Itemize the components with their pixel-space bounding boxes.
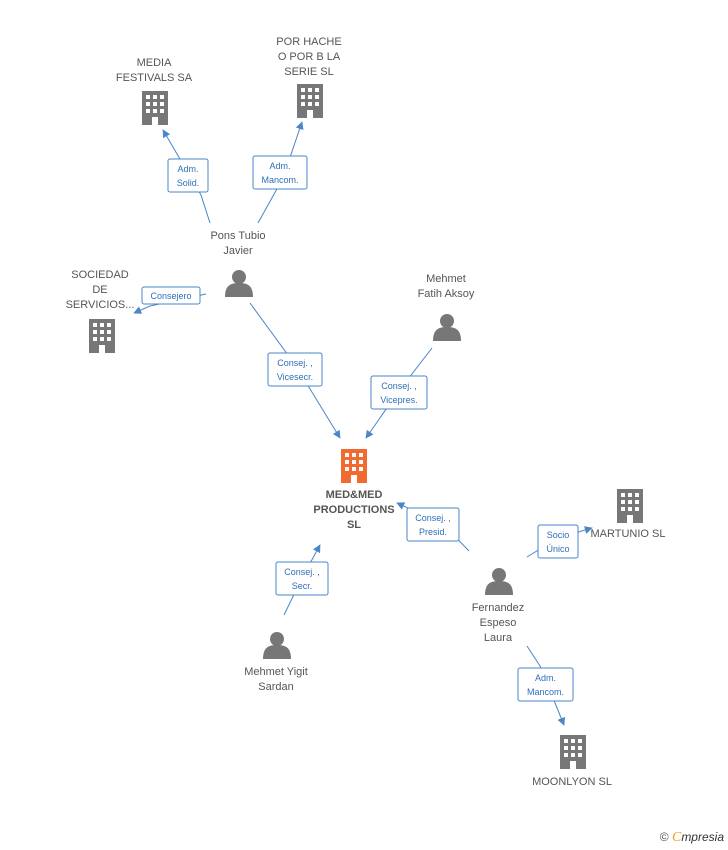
brand-initial: C [671, 830, 682, 845]
person-icon [485, 568, 513, 595]
node-label: Espeso [480, 617, 517, 629]
edge-label: Consej. , [284, 567, 320, 577]
edge-label: Adm. [535, 673, 556, 683]
node-label: MARTUNIO SL [591, 528, 666, 540]
edge-label: Adm. [269, 161, 290, 171]
edge-label-box [517, 667, 574, 702]
edge-label: Mancom. [527, 687, 564, 697]
node-label: Mehmet Yigit [244, 666, 308, 678]
edge-line [162, 129, 211, 224]
node-label: PRODUCTIONS [313, 504, 394, 516]
node-label: Javier [223, 245, 253, 257]
node-label: Mehmet [426, 273, 466, 285]
edge-label: Vicesecr. [277, 372, 313, 382]
node-sociedad[interactable]: SOCIEDAD DE SERVICIOS... [66, 269, 135, 353]
node-label: MEDIA [137, 57, 173, 69]
edge-label: Socio [547, 530, 570, 540]
edge-label-box [537, 524, 579, 559]
edge-label-box [141, 286, 201, 305]
edge-mehmetf-medmed: Consej. , Vicepres. [365, 347, 433, 439]
node-media[interactable]: MEDIA FESTIVALS SA [116, 57, 193, 125]
node-label: SL [347, 519, 361, 531]
node-label: DE [92, 284, 107, 296]
node-label: MED&MED [326, 489, 383, 501]
node-label: MOONLYON SL [532, 776, 612, 788]
edge-label-box [406, 507, 460, 542]
person-icon [433, 314, 461, 341]
edge-pons-porhache: Adm. Mancom. [252, 121, 308, 224]
person-icon [263, 632, 291, 659]
edge-fernandez-medmed: Consej. , Presid. [396, 502, 470, 552]
node-medmed[interactable]: MED&MED PRODUCTIONS SL [313, 449, 395, 531]
edge-pons-sociedad: Consejero [133, 286, 207, 314]
edge-label: Vicepres. [380, 395, 417, 405]
edge-line [526, 645, 565, 726]
node-label: Fernandez [472, 602, 525, 614]
node-label: POR HACHE [276, 36, 341, 48]
building-icon [142, 91, 168, 125]
edge-label-box [252, 155, 308, 190]
person-icon [225, 270, 253, 297]
node-label: Laura [484, 632, 513, 644]
building-icon [297, 84, 323, 118]
edge-label: Consej. , [381, 381, 417, 391]
copyright-symbol: © [659, 830, 669, 844]
edge-label-box [370, 375, 428, 410]
edge-label: Consej. , [415, 513, 451, 523]
node-label: FESTIVALS SA [116, 72, 193, 84]
edge-label-box [267, 352, 323, 387]
building-icon [560, 735, 586, 769]
edge-label: Consejero [150, 291, 191, 301]
node-label: Sardan [258, 681, 293, 693]
edge-fernandez-moonlyon: Adm. Mancom. [517, 645, 574, 726]
node-label: Pons Tubio [210, 230, 265, 242]
building-icon [341, 449, 367, 483]
footer-brand: © Cmpresia [660, 830, 724, 846]
edge-label: Adm. [177, 164, 198, 174]
edge-label: Secr. [292, 581, 313, 591]
node-label: SERIE SL [284, 66, 334, 78]
edge-label: Consej. , [277, 358, 313, 368]
node-label: O POR B LA [278, 51, 341, 63]
edge-label: Presid. [419, 527, 447, 537]
edge-mehmety-medmed: Consej. , Secr. [275, 544, 329, 616]
node-label: Fatih Aksoy [418, 288, 475, 300]
edge-label: Único [546, 544, 569, 554]
node-moonlyon[interactable]: MOONLYON SL [532, 735, 612, 788]
edge-label-box [275, 561, 329, 596]
node-label: SOCIEDAD [71, 269, 129, 281]
node-porhache[interactable]: POR HACHE O POR B LA SERIE SL [276, 36, 342, 118]
edge-label: Mancom. [261, 175, 298, 185]
node-martunio[interactable]: MARTUNIO SL [591, 489, 666, 540]
building-icon [617, 489, 643, 523]
building-icon [89, 319, 115, 353]
edge-label: Solid. [177, 178, 200, 188]
edge-pons-media: Adm. Solid. [162, 129, 211, 224]
edge-label-box [167, 158, 209, 193]
brand-name: mpresia [681, 830, 724, 844]
node-label: SERVICIOS... [66, 299, 135, 311]
edge-pons-medmed: Consej. , Vicesecr. [249, 302, 341, 439]
